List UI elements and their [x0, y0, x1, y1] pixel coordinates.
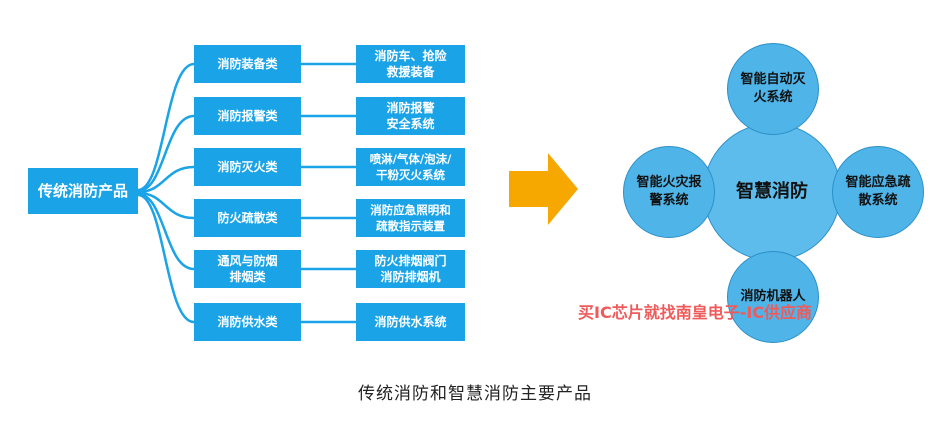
- watermark-text: 买IC芯片就找南皇电子-IC供应商: [578, 303, 813, 322]
- product-box-4: 消防应急照明和 疏散指示装置: [356, 199, 465, 237]
- smart-circle-right: 智能应急疏 散系统: [832, 146, 924, 238]
- category-box-2: 消防报警类: [194, 97, 301, 135]
- smart-circle-top: 智能自动灭 火系统: [727, 43, 819, 135]
- product-box-5: 防火排烟阀门 消防排烟机: [356, 250, 465, 288]
- product-box-2: 消防报警 安全系统: [356, 97, 465, 135]
- connector-root-cat-4: [137, 191, 195, 220]
- category-box-6: 消防供水类: [194, 303, 301, 341]
- product-box-6: 消防供水系统: [356, 303, 465, 341]
- product-box-1: 消防车、抢险 救援装备: [356, 45, 465, 83]
- connector-root-cat-1: [137, 62, 195, 192]
- connector-root-cat-3: [137, 165, 195, 194]
- smart-circle-bottom: 消防机器人: [727, 251, 819, 343]
- smart-fire-center-circle: 智慧消防: [703, 123, 841, 261]
- connector-root-cat-6: [137, 193, 195, 324]
- right-arrow-icon: [509, 153, 578, 225]
- smart-circle-left: 智能火灾报 警系统: [623, 146, 715, 238]
- product-box-3: 喷淋/气体/泡沫/ 干粉灭火系统: [356, 148, 465, 186]
- diagram-caption: 传统消防和智慧消防主要产品: [358, 384, 592, 404]
- category-box-4: 防火疏散类: [194, 199, 301, 237]
- category-box-3: 消防灭火类: [194, 148, 301, 186]
- connector-root-cat-5: [137, 192, 195, 271]
- category-box-1: 消防装备类: [194, 45, 301, 83]
- connector-root-cat-2: [137, 114, 195, 193]
- root-traditional-products: 传统消防产品: [28, 168, 138, 214]
- category-box-5: 通风与防烟 排烟类: [194, 250, 301, 288]
